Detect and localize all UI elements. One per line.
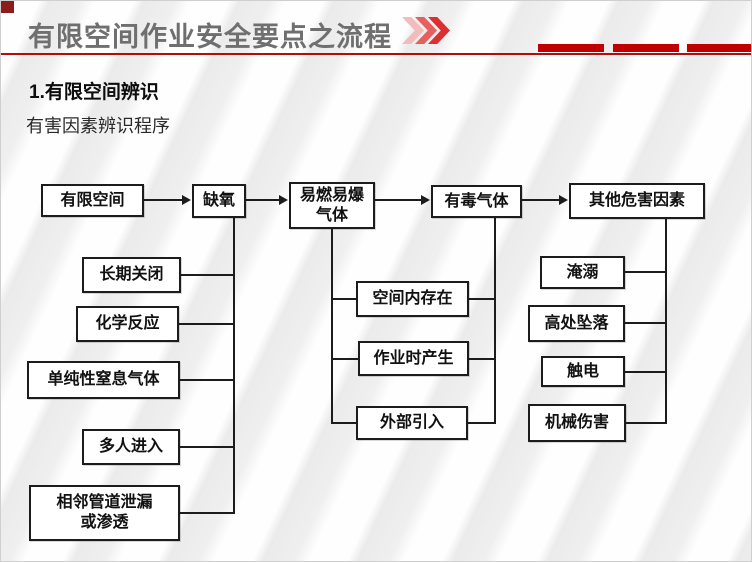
flow-node-external-ingress: 外部引入	[356, 406, 468, 440]
flow-node-toxic-gas: 有毒气体	[431, 185, 522, 218]
flow-node-long-term-closure: 长期关闭	[82, 257, 181, 293]
connector-stub	[333, 358, 358, 360]
flow-node-mechanical-injury: 机械伤害	[528, 404, 626, 442]
connector-toxic-trunk	[494, 218, 496, 424]
arrow-flammable-to-toxic	[375, 195, 430, 205]
flow-node-chemical-reaction: 化学反应	[76, 306, 179, 342]
flow-node-multiple-entrants: 多人进入	[82, 429, 180, 465]
arrow-oxygen-to-flammable	[246, 195, 288, 205]
flow-node-adjacent-pipe-leak: 相邻管道泄漏 或渗透	[29, 485, 180, 541]
connector-stub	[625, 271, 667, 273]
connector-stub	[333, 298, 356, 300]
connector-other-trunk	[665, 219, 667, 424]
header-accent-bar	[538, 44, 604, 52]
chevrons-right-icon	[402, 17, 450, 44]
flow-node-confined-space: 有限空间	[41, 184, 144, 217]
connector-stub	[180, 512, 235, 514]
connector-stub	[179, 323, 235, 325]
flow-node-fall-from-height: 高处坠落	[528, 305, 625, 342]
connector-stub	[180, 379, 235, 381]
connector-stub	[468, 422, 494, 424]
corner-accent	[1, 1, 14, 13]
connector-stub	[469, 358, 494, 360]
connector-stub	[469, 298, 494, 300]
connector-stub	[180, 446, 235, 448]
header-accent-bar	[613, 44, 679, 52]
connector-stub	[626, 422, 667, 424]
flow-node-generated-during-work: 作业时产生	[358, 341, 469, 376]
flow-node-present-in-space: 空间内存在	[356, 281, 469, 317]
flow-node-drowning: 淹溺	[540, 256, 625, 289]
section-heading: 1.有限空间辨识	[29, 82, 159, 103]
flow-node-flammable-gas: 易燃易爆 气体	[289, 182, 375, 229]
flow-node-oxygen-deficiency: 缺氧	[192, 184, 246, 218]
connector-stub	[181, 274, 235, 276]
flow-node-other-hazards: 其他危害因素	[569, 183, 705, 219]
connector-flammable-trunk	[331, 229, 333, 424]
flow-node-electric-shock: 触电	[541, 356, 625, 387]
connector-oxygen-trunk	[233, 218, 235, 514]
arrow-toxic-to-other	[522, 195, 568, 205]
header-divider	[1, 53, 751, 55]
page-title: 有限空间作业安全要点之流程	[28, 22, 392, 52]
arrow-space-to-oxygen	[144, 195, 191, 205]
connector-stub	[625, 322, 667, 324]
connector-stub	[625, 371, 667, 373]
connector-stub	[333, 422, 356, 424]
section-subheading: 有害因素辨识程序	[26, 116, 170, 136]
header-accent-bar	[687, 44, 751, 52]
flow-node-simple-asphyxiant-gas: 单纯性窒息气体	[27, 361, 180, 399]
